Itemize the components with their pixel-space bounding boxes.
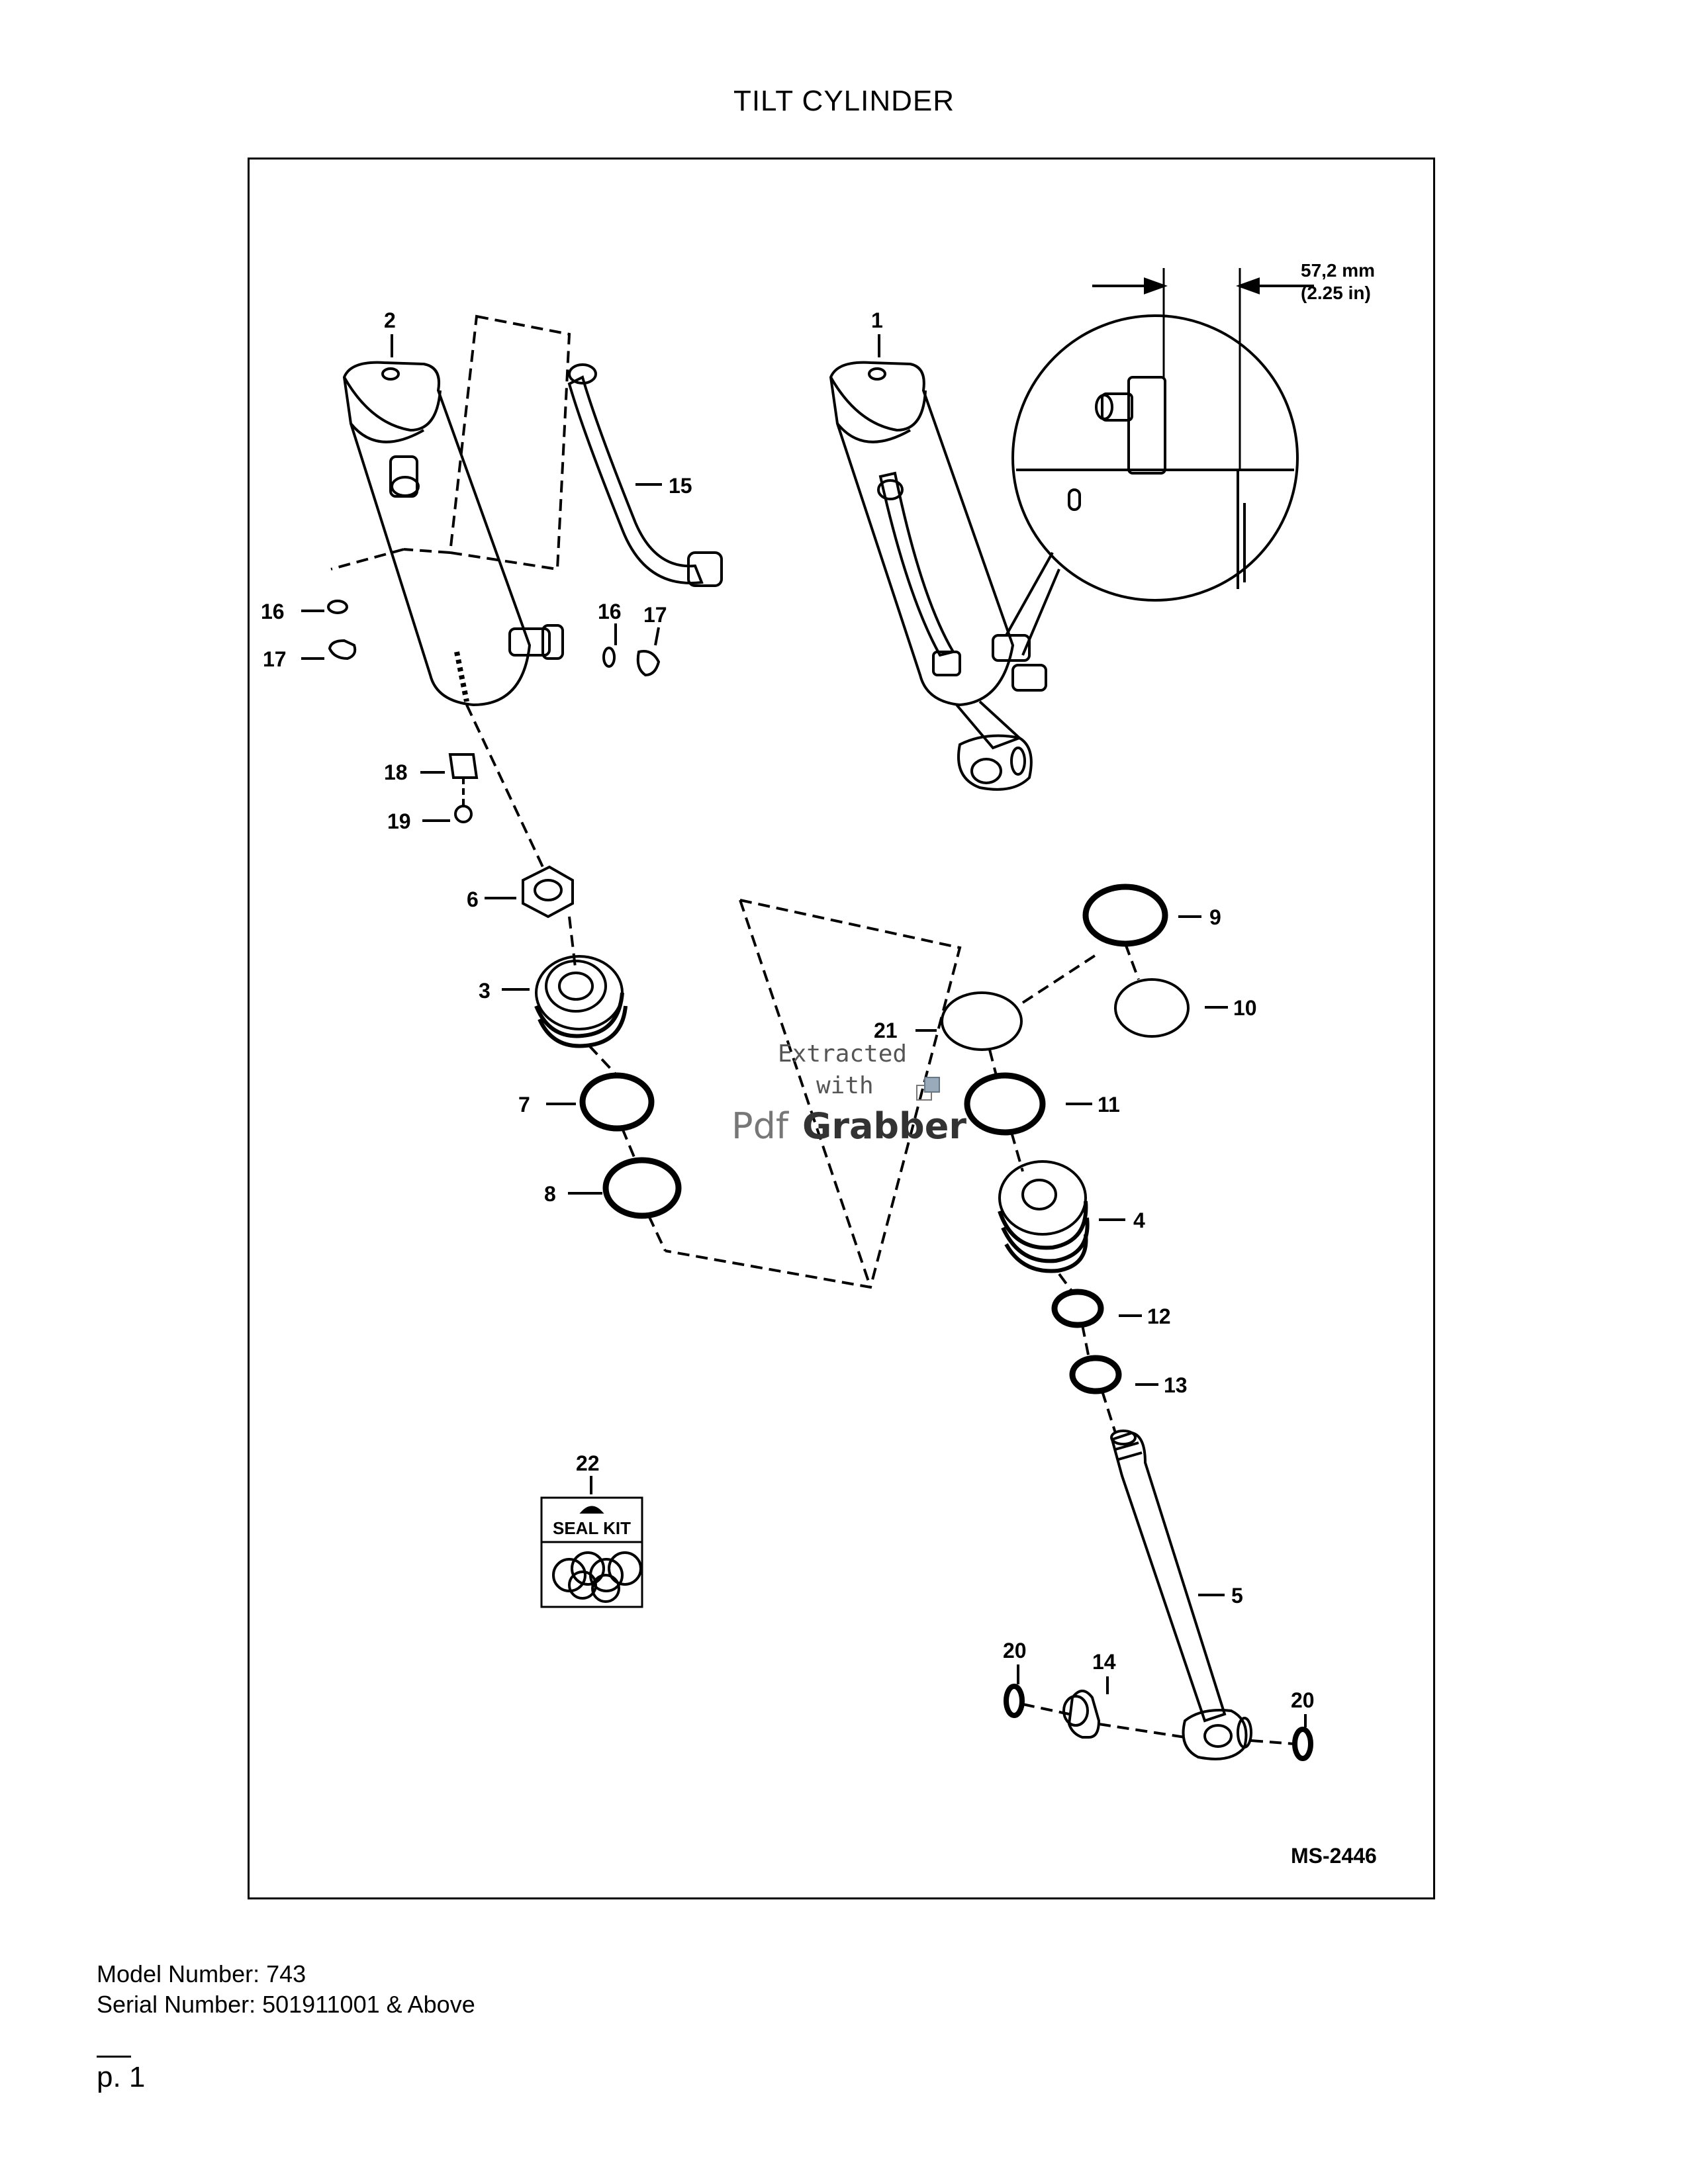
callout-3: 3 <box>479 979 491 1003</box>
piston-rod-5 <box>1110 1430 1252 1760</box>
callout-13: 13 <box>1164 1373 1188 1397</box>
callout-4: 4 <box>1133 1208 1145 1232</box>
watermark-line1: Extracted <box>778 1040 907 1068</box>
dimension-mm: 57,2 mm <box>1301 260 1375 281</box>
callout-16-right: 16 <box>598 600 622 623</box>
watermark-brand-b: Grabber <box>802 1105 966 1147</box>
cylinder-barrel-2 <box>342 361 564 707</box>
ring-12 <box>1051 1289 1104 1328</box>
clamp-18 <box>448 753 479 779</box>
bushing-14 <box>1067 1690 1101 1739</box>
figure-id: MS-2446 <box>1291 1844 1377 1868</box>
diagram-frame <box>248 158 1435 1899</box>
seal-kit-22 <box>540 1496 643 1608</box>
o-ring-10 <box>1114 978 1190 1038</box>
watermark-brand-a: Pdf <box>731 1105 790 1147</box>
watermark: Extracted with Pdf Grabber <box>731 1040 966 1147</box>
page-title: TILT CYLINDER <box>733 85 955 117</box>
callout-5: 5 <box>1231 1584 1243 1608</box>
page-number: p. 1 <box>97 2061 146 2093</box>
ring-20-left <box>1004 1684 1025 1718</box>
ring-20-right <box>1292 1727 1313 1761</box>
cylinder-assembly-1 <box>829 361 1047 791</box>
callout-10: 10 <box>1233 996 1257 1020</box>
model-number: Model Number: 743 <box>97 1960 306 1987</box>
seal-kit-label: SEAL KIT <box>553 1518 631 1538</box>
plug-17-right <box>636 650 661 677</box>
callout-6: 6 <box>467 887 479 911</box>
callout-18: 18 <box>384 760 408 784</box>
callout-17-right: 17 <box>643 603 667 627</box>
page-number-rule <box>97 2056 131 2058</box>
callout-22: 22 <box>576 1451 600 1475</box>
o-ring-7 <box>579 1072 655 1132</box>
callout-9: 9 <box>1209 905 1221 929</box>
callout-15: 15 <box>669 474 692 498</box>
o-ring-16-right <box>602 647 616 668</box>
callout-20-left: 20 <box>1003 1639 1027 1662</box>
piston-group-outline <box>665 899 962 1289</box>
o-ring-16-left <box>327 600 348 614</box>
nut-19 <box>454 805 473 823</box>
tube-group-outline <box>448 314 571 571</box>
callout-8: 8 <box>544 1182 556 1206</box>
callout-16-left: 16 <box>261 600 285 623</box>
callout-20-right: 20 <box>1291 1688 1315 1712</box>
detail-magnifier <box>1005 268 1314 656</box>
callout-2: 2 <box>384 308 396 332</box>
callout-7: 7 <box>518 1093 530 1116</box>
o-ring-11 <box>964 1072 1046 1136</box>
o-ring-21 <box>941 991 1023 1051</box>
callout-17-left: 17 <box>263 647 287 671</box>
o-ring-9 <box>1082 884 1168 947</box>
callout-21: 21 <box>874 1019 898 1042</box>
callout-14: 14 <box>1092 1650 1116 1674</box>
tube-15 <box>567 363 723 587</box>
serial-number: Serial Number: 501911001 & Above <box>97 1991 475 2018</box>
cylinder-head-3 <box>534 955 628 1048</box>
callout-12: 12 <box>1147 1304 1171 1328</box>
piston-4 <box>998 1160 1090 1273</box>
callout-19: 19 <box>387 809 411 833</box>
watermark-line2: with <box>816 1072 874 1099</box>
callout-11: 11 <box>1098 1093 1120 1116</box>
callout-1: 1 <box>871 308 883 332</box>
dimension-in: (2.25 in) <box>1301 283 1371 303</box>
nut-6 <box>522 865 574 919</box>
plug-17-left <box>328 639 357 660</box>
o-ring-8 <box>602 1157 682 1219</box>
ring-13 <box>1069 1355 1122 1394</box>
